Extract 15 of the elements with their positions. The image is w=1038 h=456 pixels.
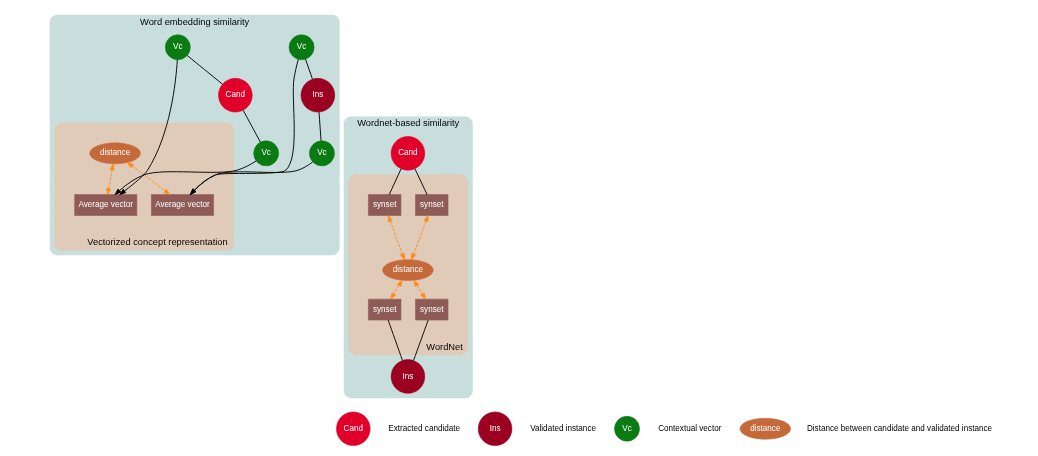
arrow bbox=[118, 59, 178, 195]
connector bbox=[242, 109, 261, 143]
arrow bbox=[126, 162, 170, 195]
connector bbox=[387, 319, 403, 361]
connector bbox=[388, 168, 402, 195]
connector bbox=[412, 319, 429, 361]
arrow bbox=[387, 215, 405, 261]
arrow bbox=[412, 279, 426, 300]
connector bbox=[186, 55, 223, 85]
connector bbox=[414, 168, 427, 195]
arrow bbox=[389, 279, 403, 300]
connector bbox=[318, 111, 322, 142]
arrow bbox=[105, 163, 115, 195]
arrow bbox=[410, 215, 428, 261]
connector bbox=[304, 58, 313, 80]
